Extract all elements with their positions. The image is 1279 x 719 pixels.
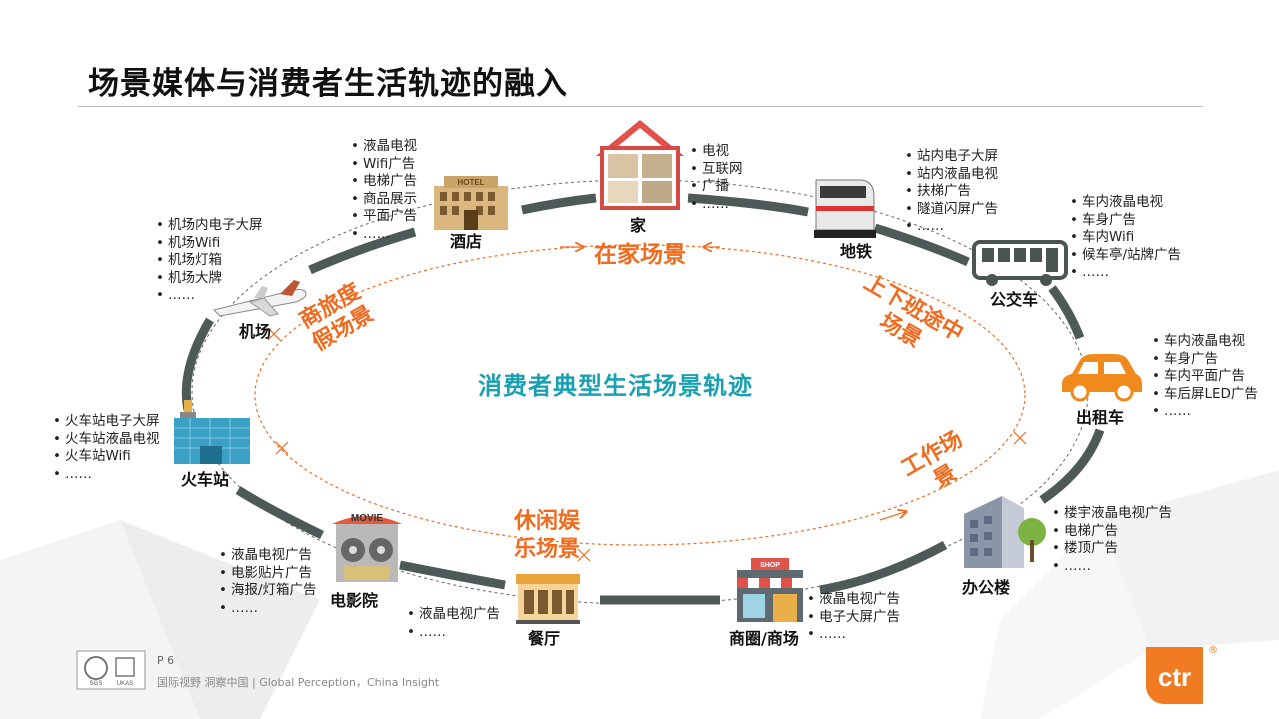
- list-item: ……: [905, 218, 998, 236]
- list-item: 候车亭/站牌广告: [1070, 247, 1181, 265]
- hotel-media-list: 液晶电视 Wifi广告 电梯广告 商品展示 平面广告 ……: [351, 138, 417, 244]
- list-item: 扶梯广告: [905, 183, 998, 201]
- taxi-label: 出租车: [1076, 408, 1125, 427]
- list-item: 机场Wifi: [156, 235, 262, 253]
- list-item: 车内平面广告: [1152, 368, 1258, 386]
- footer-tagline: 国际视野 洞察中国 | Global Perception，China Insi…: [157, 676, 440, 689]
- house-icon: [596, 120, 684, 210]
- list-item: 电梯广告: [1052, 523, 1172, 541]
- page-number: P 6: [157, 654, 175, 667]
- list-item: 火车站Wifi: [53, 448, 159, 466]
- list-item: 液晶电视广告: [407, 606, 500, 624]
- list-item: 火车站电子大屏: [53, 413, 160, 431]
- bus-label: 公交车: [990, 290, 1039, 309]
- list-item: 隧道闪屏广告: [905, 201, 998, 219]
- bus-icon: [972, 240, 1068, 286]
- list-item: 电视: [690, 143, 742, 161]
- list-item: Wifi广告: [351, 156, 417, 174]
- title-divider: [78, 106, 1203, 107]
- list-item: 车后屏LED广告: [1152, 386, 1258, 404]
- list-item: ……: [53, 466, 159, 484]
- taxi-media-list: 车内液晶电视 车身广告 车内平面广告 车后屏LED广告 ……: [1152, 333, 1258, 421]
- list-item: 机场内电子大屏: [156, 217, 263, 235]
- mall-media-list: 液晶电视广告 电子大屏广告 ……: [807, 591, 900, 644]
- list-item: 广播: [690, 178, 742, 196]
- page-title: 场景媒体与消费者生活轨迹的融入: [88, 66, 568, 102]
- list-item: 楼宇液晶电视广告: [1052, 505, 1172, 523]
- bus-media-list: 车内液晶电视 车身广告 车内Wifi 候车亭/站牌广告 ……: [1070, 194, 1181, 282]
- list-item: ……: [1070, 264, 1181, 282]
- home-media-list: 电视 互联网 广播 ……: [690, 143, 743, 214]
- list-item: 楼顶广告: [1052, 540, 1172, 558]
- restaurant-label: 餐厅: [528, 629, 561, 648]
- hotel-icon: HOTEL: [434, 176, 508, 230]
- shop-sign-text: SHOP: [760, 562, 780, 569]
- list-item: 车内液晶电视: [1152, 333, 1258, 351]
- registered-mark: ®: [1208, 645, 1218, 656]
- list-item: 液晶电视广告: [807, 591, 900, 609]
- office-building-icon: [964, 496, 1046, 568]
- list-item: 海报/灯箱广告: [219, 582, 317, 600]
- thick-ring-segments: [181, 193, 1105, 605]
- cinema-media-list: 液晶电视广告 电影贴片广告 海报/灯箱广告 ……: [219, 547, 317, 617]
- list-item: ……: [807, 626, 900, 644]
- center-title: 消费者典型生活场景轨迹: [478, 372, 753, 400]
- list-item: 电梯广告: [351, 173, 417, 191]
- cinema-icon: MOVIE: [332, 513, 402, 582]
- movie-sign-text: MOVIE: [351, 513, 384, 524]
- leisure-scene-line1: 休闲娱: [514, 509, 581, 534]
- hotel-label: 酒店: [450, 232, 483, 251]
- train-station-label: 火车站: [181, 470, 230, 489]
- subway-train-icon: [814, 179, 876, 238]
- restaurant-icon: [516, 574, 580, 624]
- list-item: ……: [219, 600, 317, 618]
- office-media-list: 楼宇液晶电视广告 电梯广告 楼顶广告 ……: [1052, 505, 1172, 575]
- leisure-scene-label: 休闲娱 乐场景: [514, 508, 580, 564]
- train-station-media-list: 火车站电子大屏 火车站液晶电视 火车站Wifi ……: [53, 413, 160, 484]
- list-item: 电影贴片广告: [219, 565, 317, 583]
- cert-ukas-text: UKAS: [117, 681, 133, 687]
- mall-label: 商圈/商场: [729, 629, 799, 648]
- list-item: ……: [351, 226, 417, 244]
- inner-dashed-ring: [254, 244, 1026, 546]
- ctr-logo: ctr: [1146, 647, 1203, 704]
- home-scene-label: 在家场景: [594, 242, 686, 268]
- list-item: ……: [1152, 403, 1258, 421]
- list-item: 车内液晶电视: [1070, 194, 1181, 212]
- airport-media-list: 机场内电子大屏 机场Wifi 机场灯箱 机场大牌 ……: [156, 217, 263, 305]
- list-item: 车身广告: [1070, 212, 1181, 230]
- list-item: ……: [156, 287, 262, 305]
- list-item: 互联网: [690, 161, 743, 179]
- hotel-sign-text: HOTEL: [457, 178, 484, 187]
- home-label: 家: [630, 216, 647, 235]
- subway-media-list: 站内电子大屏 站内液晶电视 扶梯广告 隧道闪屏广告 ……: [905, 148, 998, 236]
- list-item: 商品展示: [351, 191, 417, 209]
- shop-icon: SHOP: [737, 558, 803, 622]
- list-item: 液晶电视: [351, 138, 417, 156]
- list-item: 车内Wifi: [1070, 229, 1181, 247]
- cinema-label: 电影院: [330, 591, 379, 610]
- list-item: ……: [690, 196, 742, 214]
- cert-sgs-text: SGS: [90, 681, 103, 687]
- train-station-icon: [174, 400, 250, 464]
- certification-badges: SGS UKAS: [76, 650, 146, 690]
- list-item: ……: [407, 624, 500, 642]
- taxi-icon: [1062, 354, 1142, 402]
- list-item: 站内液晶电视: [905, 166, 998, 184]
- list-item: 火车站液晶电视: [53, 431, 160, 449]
- list-item: 液晶电视广告: [219, 547, 317, 565]
- restaurant-media-list: 液晶电视广告 ……: [407, 606, 500, 641]
- list-item: 车身广告: [1152, 351, 1258, 369]
- list-item: 站内电子大屏: [905, 148, 998, 166]
- list-item: 电子大屏广告: [807, 609, 900, 627]
- office-label: 办公楼: [962, 578, 1011, 597]
- list-item: 平面广告: [351, 208, 417, 226]
- list-item: 机场灯箱: [156, 252, 262, 270]
- list-item: ……: [1052, 558, 1172, 576]
- airport-label: 机场: [239, 322, 272, 341]
- subway-label: 地铁: [840, 242, 873, 261]
- list-item: 机场大牌: [156, 270, 262, 288]
- leisure-scene-line2: 乐场景: [514, 537, 581, 562]
